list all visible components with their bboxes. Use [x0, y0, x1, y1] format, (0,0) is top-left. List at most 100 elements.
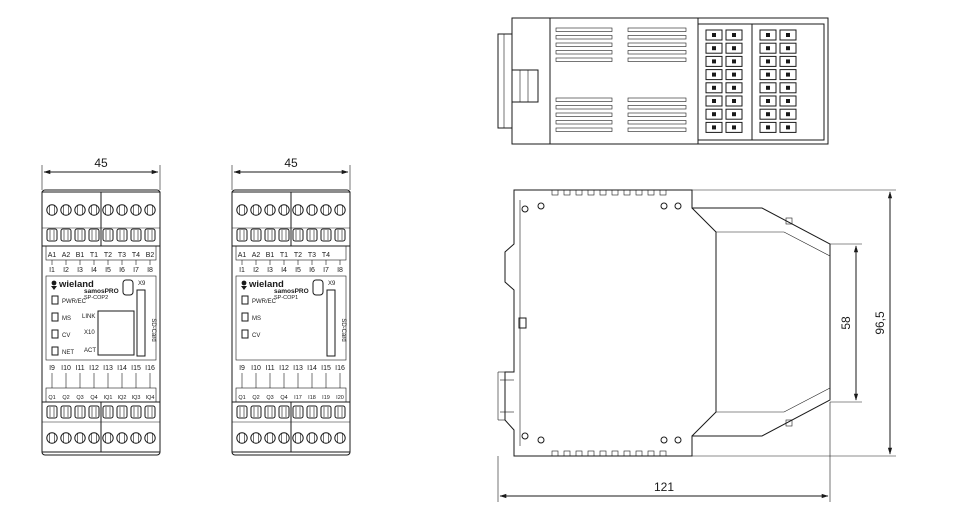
- terminal-pin: [732, 33, 736, 37]
- terminal-cell: [779, 95, 797, 107]
- terminal-label: I1: [239, 267, 245, 274]
- clamp-icon: [88, 405, 100, 419]
- clamp-icon: [144, 228, 156, 242]
- terminal-label: I14: [117, 365, 127, 372]
- terminal-label: T1: [280, 252, 288, 259]
- dimension-height-total: 96,5: [692, 189, 896, 457]
- terminal-pin: [732, 112, 736, 117]
- terminal-pin: [786, 85, 790, 90]
- terminal-label: I3: [77, 267, 83, 274]
- input-ticks-row2: [241, 373, 341, 388]
- clamp-icon: [102, 405, 114, 419]
- connector-x9-label: X9: [138, 281, 146, 287]
- terminal-label: T2: [104, 252, 112, 259]
- terminal-label: I15: [321, 365, 331, 372]
- terminal-label: I8: [147, 267, 153, 274]
- terminal-pin: [786, 112, 790, 117]
- vent-slot: [555, 112, 613, 117]
- terminal-label: I13: [293, 365, 303, 372]
- terminal-pin: [766, 33, 770, 37]
- terminal-pin: [766, 46, 770, 51]
- terminal-clamps-bottom: [236, 405, 346, 419]
- screw-icon: [264, 432, 276, 444]
- clamp-icon: [88, 228, 100, 242]
- screw-icon: [306, 432, 318, 444]
- terminal-pin: [712, 125, 716, 130]
- vent-slot: [627, 105, 687, 110]
- led-label: MS: [62, 316, 71, 322]
- terminal-cell: [705, 82, 723, 94]
- screw-icon: [292, 204, 304, 216]
- clamp-icon: [130, 405, 142, 419]
- screw-icon: [236, 204, 248, 216]
- terminal-cell: [759, 69, 777, 81]
- terminal-screws-bottom: [46, 432, 156, 444]
- terminal-cell: [779, 108, 797, 120]
- terminal-label: T3: [118, 252, 126, 259]
- terminal-label: I5: [105, 267, 111, 274]
- rib-top: [647, 189, 655, 196]
- wieland-logo-icon: [241, 280, 247, 290]
- dimension-height-inner-label: 58: [839, 316, 853, 330]
- terminal-label: T4: [132, 252, 140, 259]
- terminal-cell: [759, 108, 777, 120]
- terminal-cell: [759, 29, 777, 41]
- rib-bottom: [659, 450, 667, 457]
- clamp-icon: [144, 405, 156, 419]
- terminal-cell: [705, 29, 723, 41]
- terminal-pin: [732, 125, 736, 130]
- clamp-icon: [74, 228, 86, 242]
- vent-slots: [555, 27, 687, 132]
- led-indicator-icon: [51, 346, 59, 356]
- terminal-label: I13: [103, 365, 113, 372]
- clamp-icon: [320, 228, 332, 242]
- led-indicator-icon: [241, 329, 249, 339]
- terminal-cell: [759, 95, 777, 107]
- terminal-label: Q4: [90, 395, 97, 401]
- rib-top: [575, 189, 583, 196]
- vent-slot: [555, 50, 613, 55]
- clamp-icon: [130, 228, 142, 242]
- screw-icon: [320, 432, 332, 444]
- terminal-label: Q3: [266, 395, 273, 401]
- terminal-label: I10: [251, 365, 261, 372]
- terminal-label: Q1: [48, 395, 55, 401]
- model-label: SP-COP1: [274, 295, 298, 301]
- terminal-label: Q2: [62, 395, 69, 401]
- terminal-label: I8: [337, 267, 343, 274]
- terminal-label: A1: [238, 252, 247, 259]
- led-indicator-icon: [51, 295, 59, 305]
- terminal-cell: [705, 95, 723, 107]
- terminal-label: B1: [76, 252, 85, 259]
- vent-slot: [627, 97, 687, 102]
- terminal-cell: [759, 55, 777, 67]
- eth-link-label: LINK: [82, 314, 95, 320]
- screw-icon: [236, 432, 248, 444]
- vent-slot: [627, 120, 687, 125]
- led-label: PWR/EC: [252, 299, 277, 305]
- terminal-label: T3: [308, 252, 316, 259]
- screw-icon: [116, 432, 128, 444]
- terminal-label: I2: [253, 267, 259, 274]
- top-view: [497, 17, 829, 145]
- vent-slot: [627, 50, 687, 55]
- screw-icon: [250, 432, 262, 444]
- terminal-label: I4: [281, 267, 287, 274]
- eth-x10-label: X10: [84, 330, 95, 336]
- terminal-label: I5: [295, 267, 301, 274]
- screw-icon: [250, 204, 262, 216]
- dimension-width-right-label: 45: [284, 156, 298, 170]
- terminal-cell: [759, 42, 777, 54]
- terminal-cell: [725, 29, 743, 41]
- vent-slot: [555, 105, 613, 110]
- vent-slot: [627, 57, 687, 62]
- screw-icon: [74, 204, 86, 216]
- terminal-pin: [712, 112, 716, 117]
- terminal-label: T4: [322, 252, 330, 259]
- terminal-label: I7: [323, 267, 329, 274]
- terminal-cell: [705, 55, 723, 67]
